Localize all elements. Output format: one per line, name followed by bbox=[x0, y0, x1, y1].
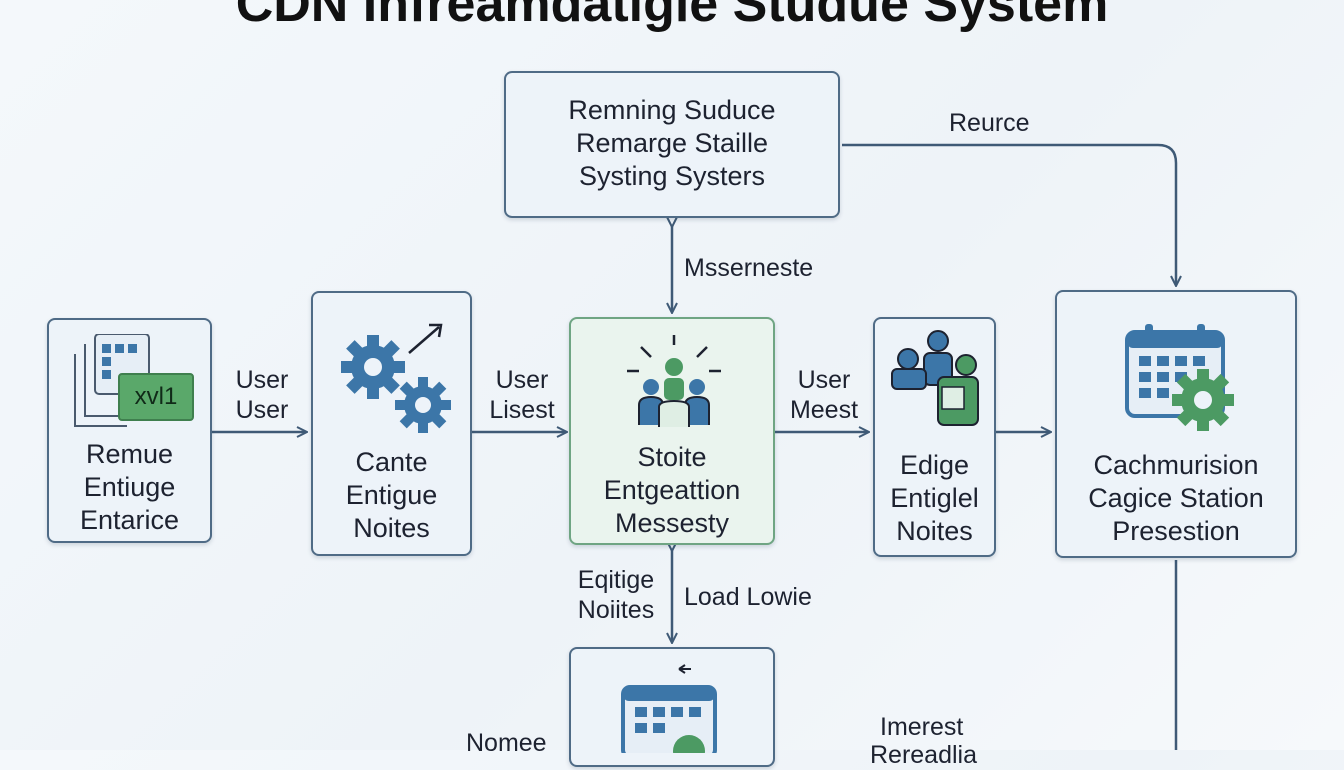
node-remote-line3: Entarice bbox=[79, 505, 180, 535]
edge-label-imerest: Imerest bbox=[880, 713, 964, 741]
edge-label-remote-cante-line2: User bbox=[235, 396, 289, 424]
node-edige-line1: Edige bbox=[899, 450, 970, 480]
node-cache-label: Cachmurision Cagice Station Presestion bbox=[1057, 449, 1295, 548]
calendar-gear-icon bbox=[621, 664, 717, 753]
edge-label-center-edige-line1: User bbox=[797, 366, 851, 394]
edge-label-cante-center-line1: User bbox=[495, 366, 549, 394]
edge-label-remote-cante: User User bbox=[222, 365, 302, 425]
calendar-gear-icon bbox=[1125, 324, 1234, 431]
node-top-line2: Remarge Staille bbox=[575, 128, 769, 158]
node-center-integration: Stoite Entgeattion Messesty bbox=[569, 317, 775, 545]
node-edige-line2: Entiglel bbox=[890, 483, 979, 513]
node-remote-line1: Remue bbox=[85, 439, 174, 469]
edge-label-cante-center-line2: Lisest bbox=[489, 396, 555, 424]
node-top-line3: Systing Systers bbox=[578, 161, 766, 191]
edge-label-remote-cante-line1: User bbox=[235, 366, 289, 394]
node-remote-label: Remue Entiuge Entarice bbox=[49, 438, 210, 537]
node-cante-line3: Noites bbox=[353, 513, 430, 543]
node-cante-label: Cante Entigue Noites bbox=[313, 446, 470, 545]
node-cache-line1: Cachmurision bbox=[1093, 450, 1259, 480]
edge-label-center-edige: User Meest bbox=[780, 365, 868, 425]
node-remote-entrance: xvl1 Remue Entiuge Entarice bbox=[47, 318, 212, 543]
node-top-label: Remning Suduce Remarge Staille Systing S… bbox=[506, 94, 838, 193]
node-center-label: Stoite Entgeattion Messesty bbox=[571, 441, 773, 540]
node-cante-line1: Cante bbox=[355, 447, 428, 477]
node-center-line3: Messesty bbox=[614, 508, 730, 538]
edge-label-load-lowie: Load Lowie bbox=[684, 583, 812, 611]
node-cante-entigue: Cante Entigue Noites bbox=[311, 291, 472, 556]
node-cache-line2: Cagice Station bbox=[1088, 483, 1264, 513]
edge-label-nomee: Nomee bbox=[466, 729, 547, 757]
edge-label-eqitige-line1: Eqitige bbox=[577, 566, 655, 594]
edge-label-center-edige-line2: Meest bbox=[789, 396, 859, 424]
edge-label-eqitige-line2: Noiites bbox=[577, 596, 655, 624]
diagram-title: CDN Infreamdatigle Studue System bbox=[235, 0, 1109, 33]
team-icon bbox=[891, 330, 979, 426]
node-bottom-partial bbox=[569, 647, 775, 767]
node-remote-badge: xvl1 bbox=[134, 383, 178, 410]
window-grid-icon bbox=[74, 334, 194, 427]
edge-label-bottom-cut: Rereadlia bbox=[870, 741, 978, 769]
node-center-line1: Stoite bbox=[637, 442, 707, 472]
gears-icon bbox=[341, 323, 451, 433]
node-cache-line3: Presestion bbox=[1112, 516, 1240, 546]
edge-label-reurce: Reurce bbox=[949, 109, 1030, 137]
node-cante-line2: Entigue bbox=[345, 480, 438, 510]
arrow-top-to-cache bbox=[842, 143, 1176, 285]
node-center-line2: Entgeattion bbox=[603, 475, 741, 505]
connectors bbox=[212, 143, 1344, 750]
edge-label-eqitige: Eqitige Noiites bbox=[564, 565, 668, 625]
node-edige-line3: Noites bbox=[896, 516, 973, 546]
node-remote-line2: Entiuge bbox=[83, 472, 176, 502]
users-broadcast-icon bbox=[627, 335, 721, 427]
node-top-line1: Remning Suduce bbox=[568, 95, 776, 125]
node-cache-station: Cachmurision Cagice Station Presestion bbox=[1055, 290, 1297, 558]
node-edige-entiglel: Edige Entiglel Noites bbox=[873, 317, 996, 557]
node-edige-label: Edige Entiglel Noites bbox=[875, 449, 994, 548]
edge-label-mserneste: Msserneste bbox=[684, 254, 814, 282]
node-top-storage: Remning Suduce Remarge Staille Systing S… bbox=[504, 71, 840, 218]
edge-label-cante-center: User Lisest bbox=[478, 365, 566, 425]
